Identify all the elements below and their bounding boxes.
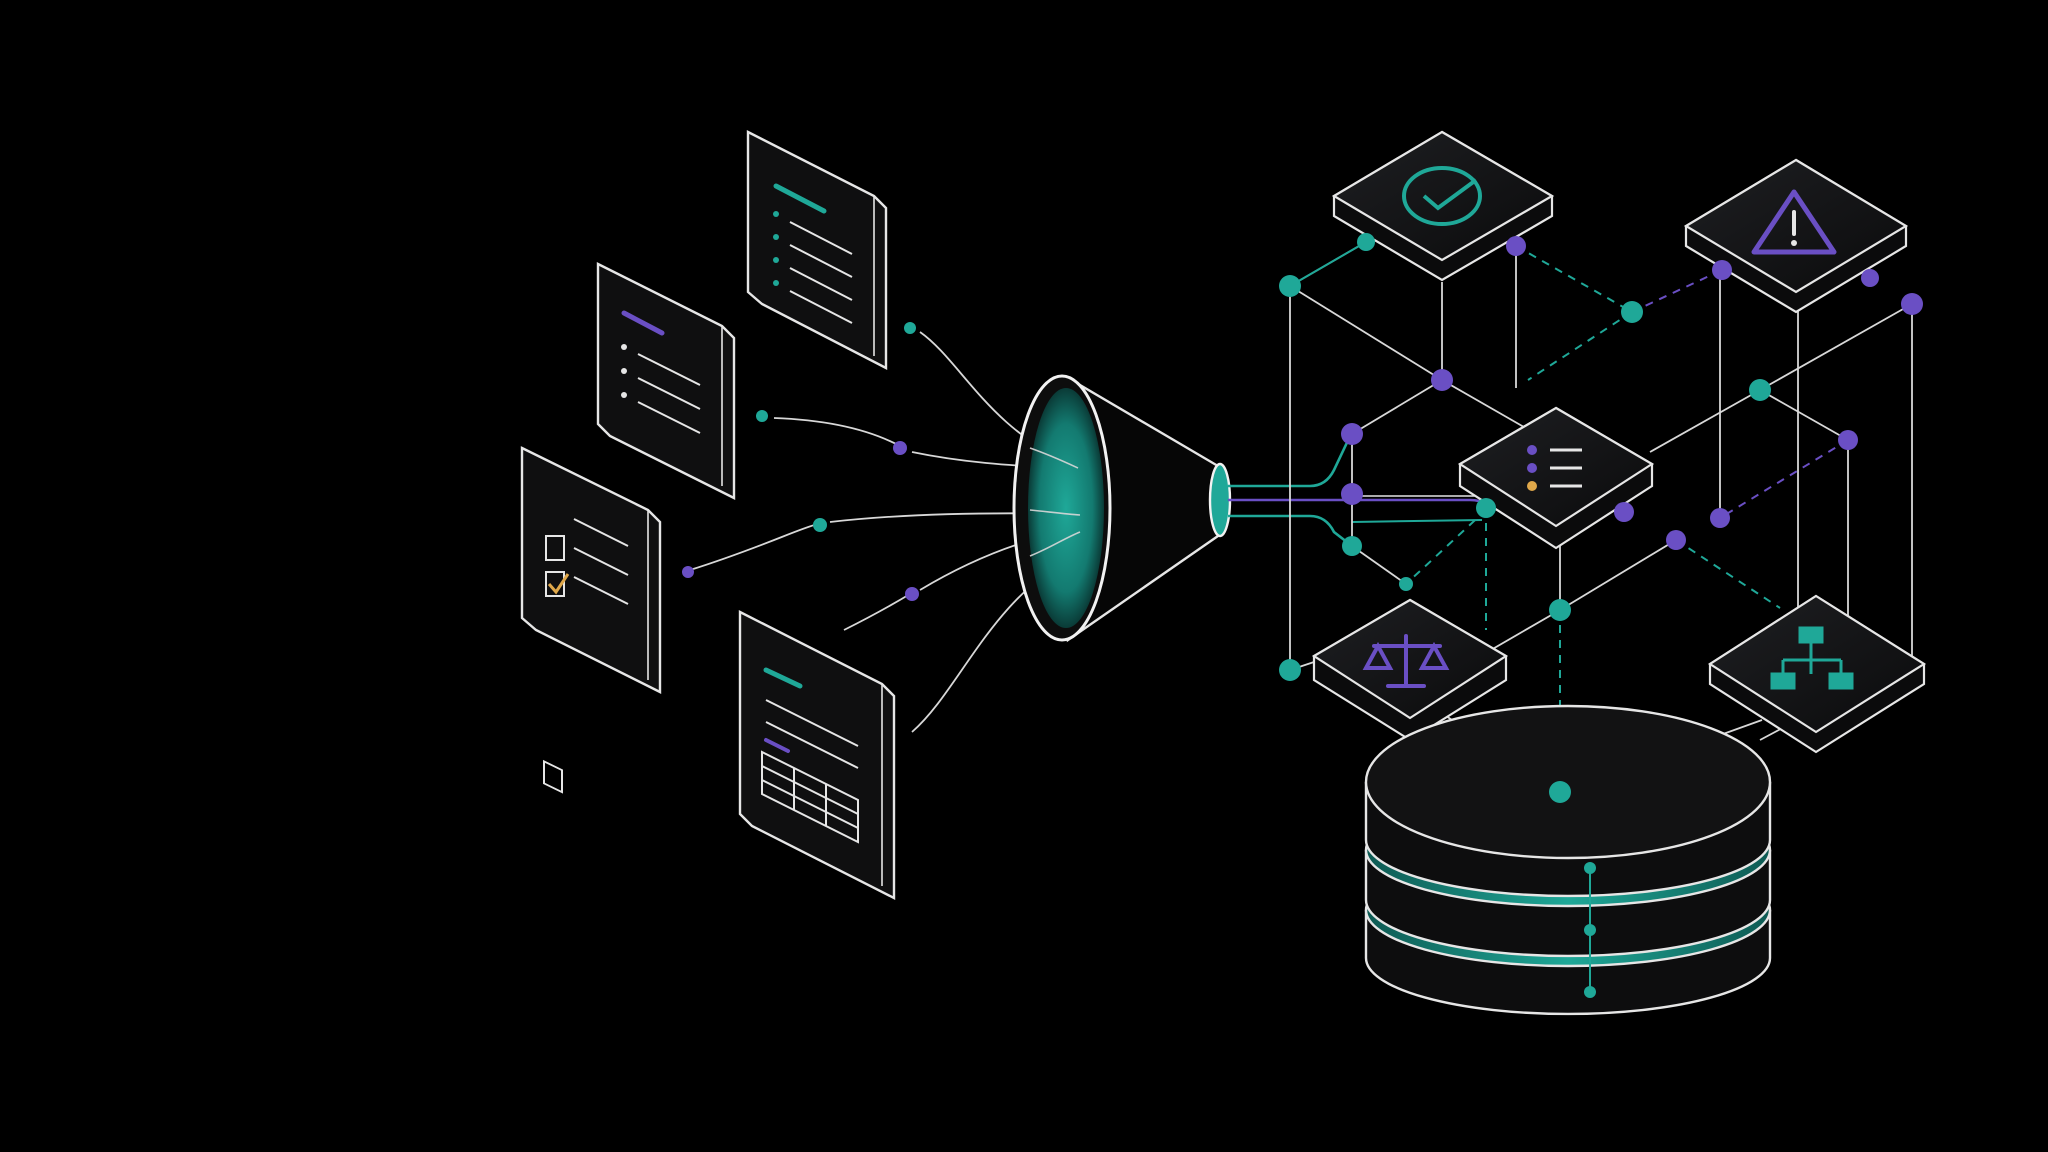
check-circle-icon [1402, 166, 1482, 226]
title-bar [621, 310, 665, 336]
document-checklist [520, 446, 662, 794]
table-icon [761, 750, 859, 844]
documents-group [520, 130, 896, 900]
warning-triangle-icon [1751, 189, 1837, 255]
node-warning [1683, 158, 1909, 314]
database-top [1364, 704, 1772, 860]
funnel-mouth [1028, 388, 1104, 628]
bullet-list-icon [773, 211, 853, 324]
funnel-spout [1208, 462, 1232, 538]
checkbox-list-icon [543, 518, 629, 794]
node-balance [1311, 598, 1509, 742]
node-hierarchy [1707, 594, 1927, 754]
document-table [738, 610, 896, 900]
checkbox-checked [545, 571, 565, 597]
checkmark-icon [547, 573, 570, 595]
database-icon [1364, 704, 1772, 1016]
graph-dots [1279, 233, 1923, 803]
funnel-icon [1012, 374, 1232, 643]
graph-edges-teal [1289, 241, 1367, 287]
hierarchy-icon [1770, 626, 1854, 690]
title-bar [763, 667, 803, 689]
connector-dots [682, 322, 919, 601]
document-bullets-teal [746, 130, 888, 370]
list-icon [1527, 445, 1582, 491]
node-list [1457, 406, 1655, 550]
node-verified [1331, 130, 1555, 282]
document-bullets-purple [596, 262, 736, 500]
title-bar [773, 183, 827, 214]
checkbox-empty [545, 535, 565, 561]
bullet-list-icon [621, 344, 701, 434]
scales-icon [1362, 634, 1450, 688]
